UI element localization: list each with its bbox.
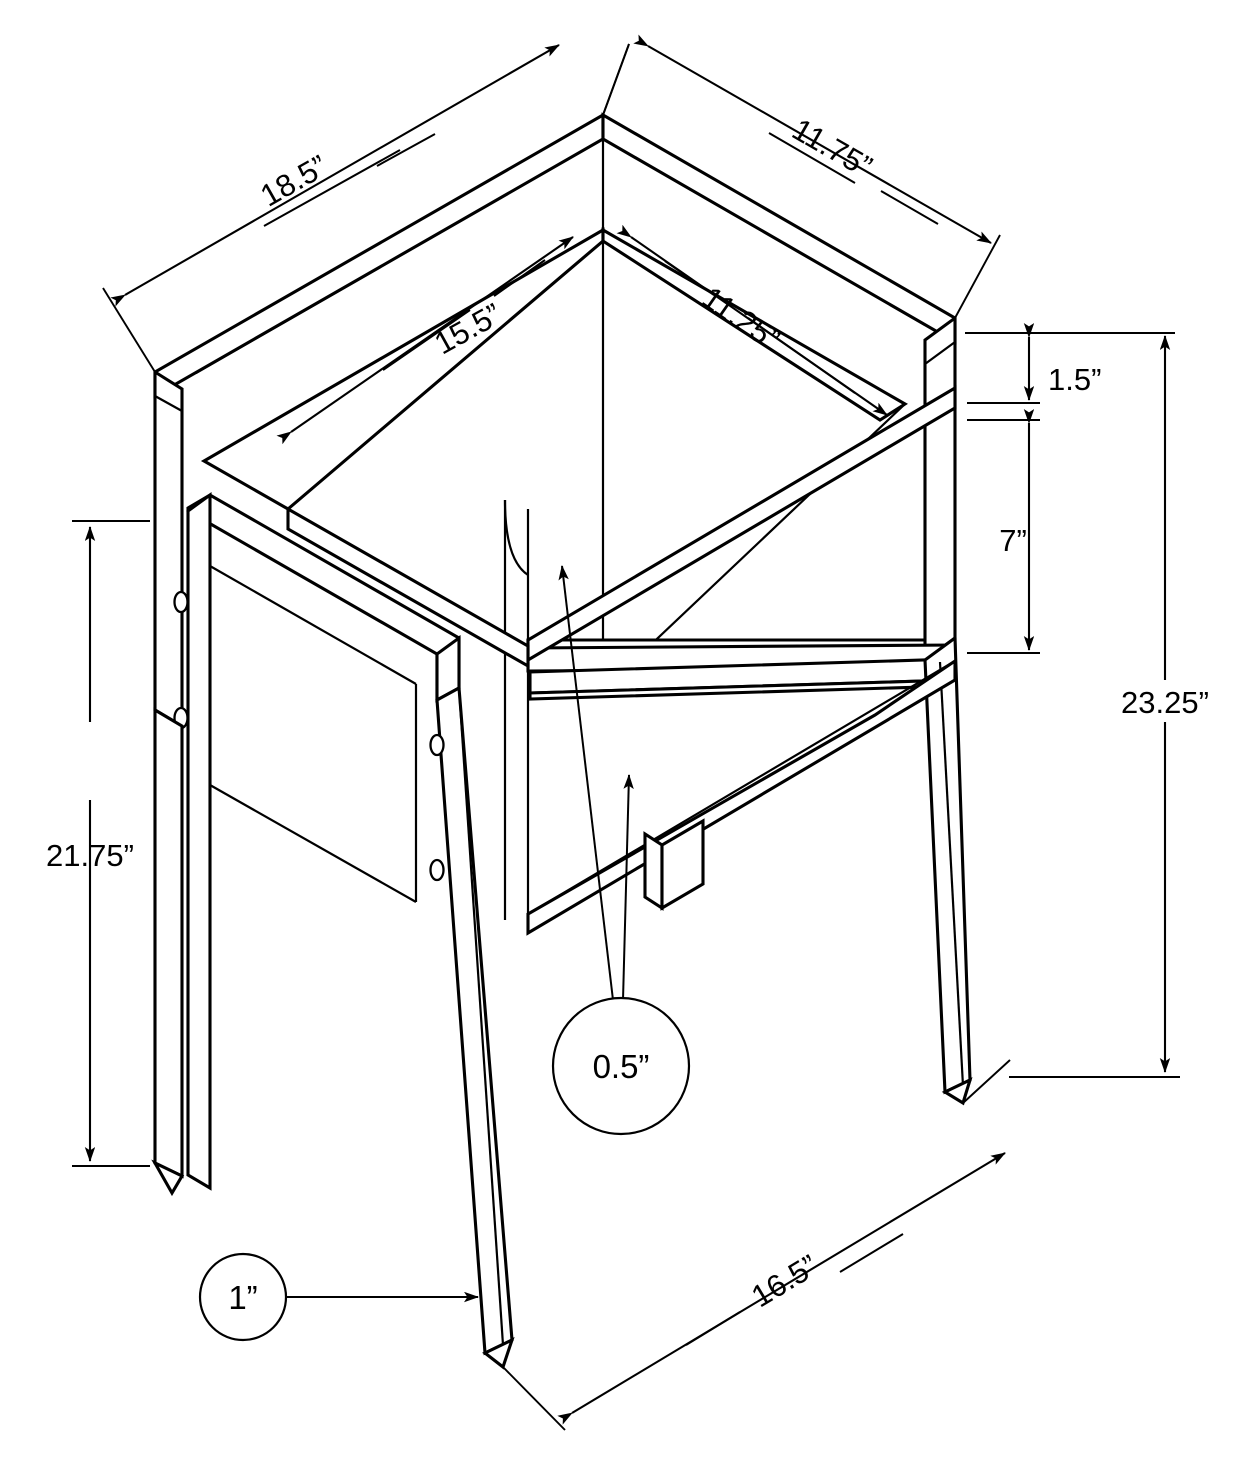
dowel-hole bbox=[173, 590, 189, 614]
left-panel-outer-thickness bbox=[153, 369, 184, 729]
dim-label-11-75: 11.75” bbox=[786, 111, 878, 184]
top-lip-back-left-face bbox=[153, 112, 605, 399]
dim-label-18-5: 18.5” bbox=[254, 148, 333, 213]
dimension-leg-height-21-75: 21.75” bbox=[46, 520, 150, 1167]
right-side-assembly bbox=[923, 635, 973, 1106]
callout-bubble-0-5 bbox=[551, 996, 691, 1136]
rear-right-leg bbox=[923, 635, 972, 1095]
rear-right-leg-foot bbox=[941, 1077, 973, 1106]
right-side-panel bbox=[923, 314, 957, 664]
callout-label-1: 1” bbox=[228, 1279, 257, 1316]
middle-shelf-front-edge bbox=[526, 385, 957, 663]
dim-label-1-5: 1.5” bbox=[1048, 362, 1101, 397]
shelf-center-support bbox=[643, 831, 664, 911]
dimension-height-23-25: 23.25” bbox=[1009, 335, 1209, 1078]
dim-label-7: 7” bbox=[999, 523, 1027, 558]
lower-shelf bbox=[526, 314, 957, 701]
callout-leg-thickness-1: 1” bbox=[198, 1252, 479, 1342]
top-lip-back-right-face bbox=[601, 112, 957, 345]
dimension-clearance-7: 7” bbox=[967, 409, 1040, 654]
rear-left-leg-body bbox=[153, 707, 184, 1179]
callout-label-0-5: 0.5” bbox=[593, 1048, 650, 1085]
dimension-thickness-1-5: 1.5” bbox=[965, 323, 1175, 421]
left-side-panel bbox=[153, 369, 184, 729]
dim-label-11-25: 11.25” bbox=[696, 280, 786, 358]
left-frame-left-stile bbox=[186, 491, 212, 1191]
dim-label-21-75: 21.75” bbox=[46, 838, 134, 873]
rear-left-leg bbox=[151, 707, 185, 1197]
table-geometry bbox=[151, 112, 973, 1370]
dimension-inner-width-15-5: 15.5” bbox=[276, 236, 574, 445]
left-front-frame bbox=[173, 491, 515, 1370]
middle-shelf bbox=[526, 385, 957, 663]
top-tray-inner-back-left bbox=[200, 227, 605, 511]
dim-label-16-5: 16.5” bbox=[745, 1248, 824, 1314]
bottom-shelf bbox=[526, 658, 957, 936]
dim-label-23-25: 23.25” bbox=[1121, 685, 1209, 720]
dowel-hole bbox=[429, 858, 445, 882]
dimension-width-18-5: 18.5” bbox=[102, 43, 630, 373]
rear-left-leg-foot bbox=[151, 1159, 185, 1197]
bottom-shelf-front-edge bbox=[526, 658, 957, 936]
front-left-leg bbox=[435, 685, 514, 1356]
front-left-leg-foot bbox=[482, 1337, 515, 1370]
callout-panel-thickness-0-5: 0.5” bbox=[551, 565, 691, 1136]
dowel-hole bbox=[429, 733, 445, 757]
